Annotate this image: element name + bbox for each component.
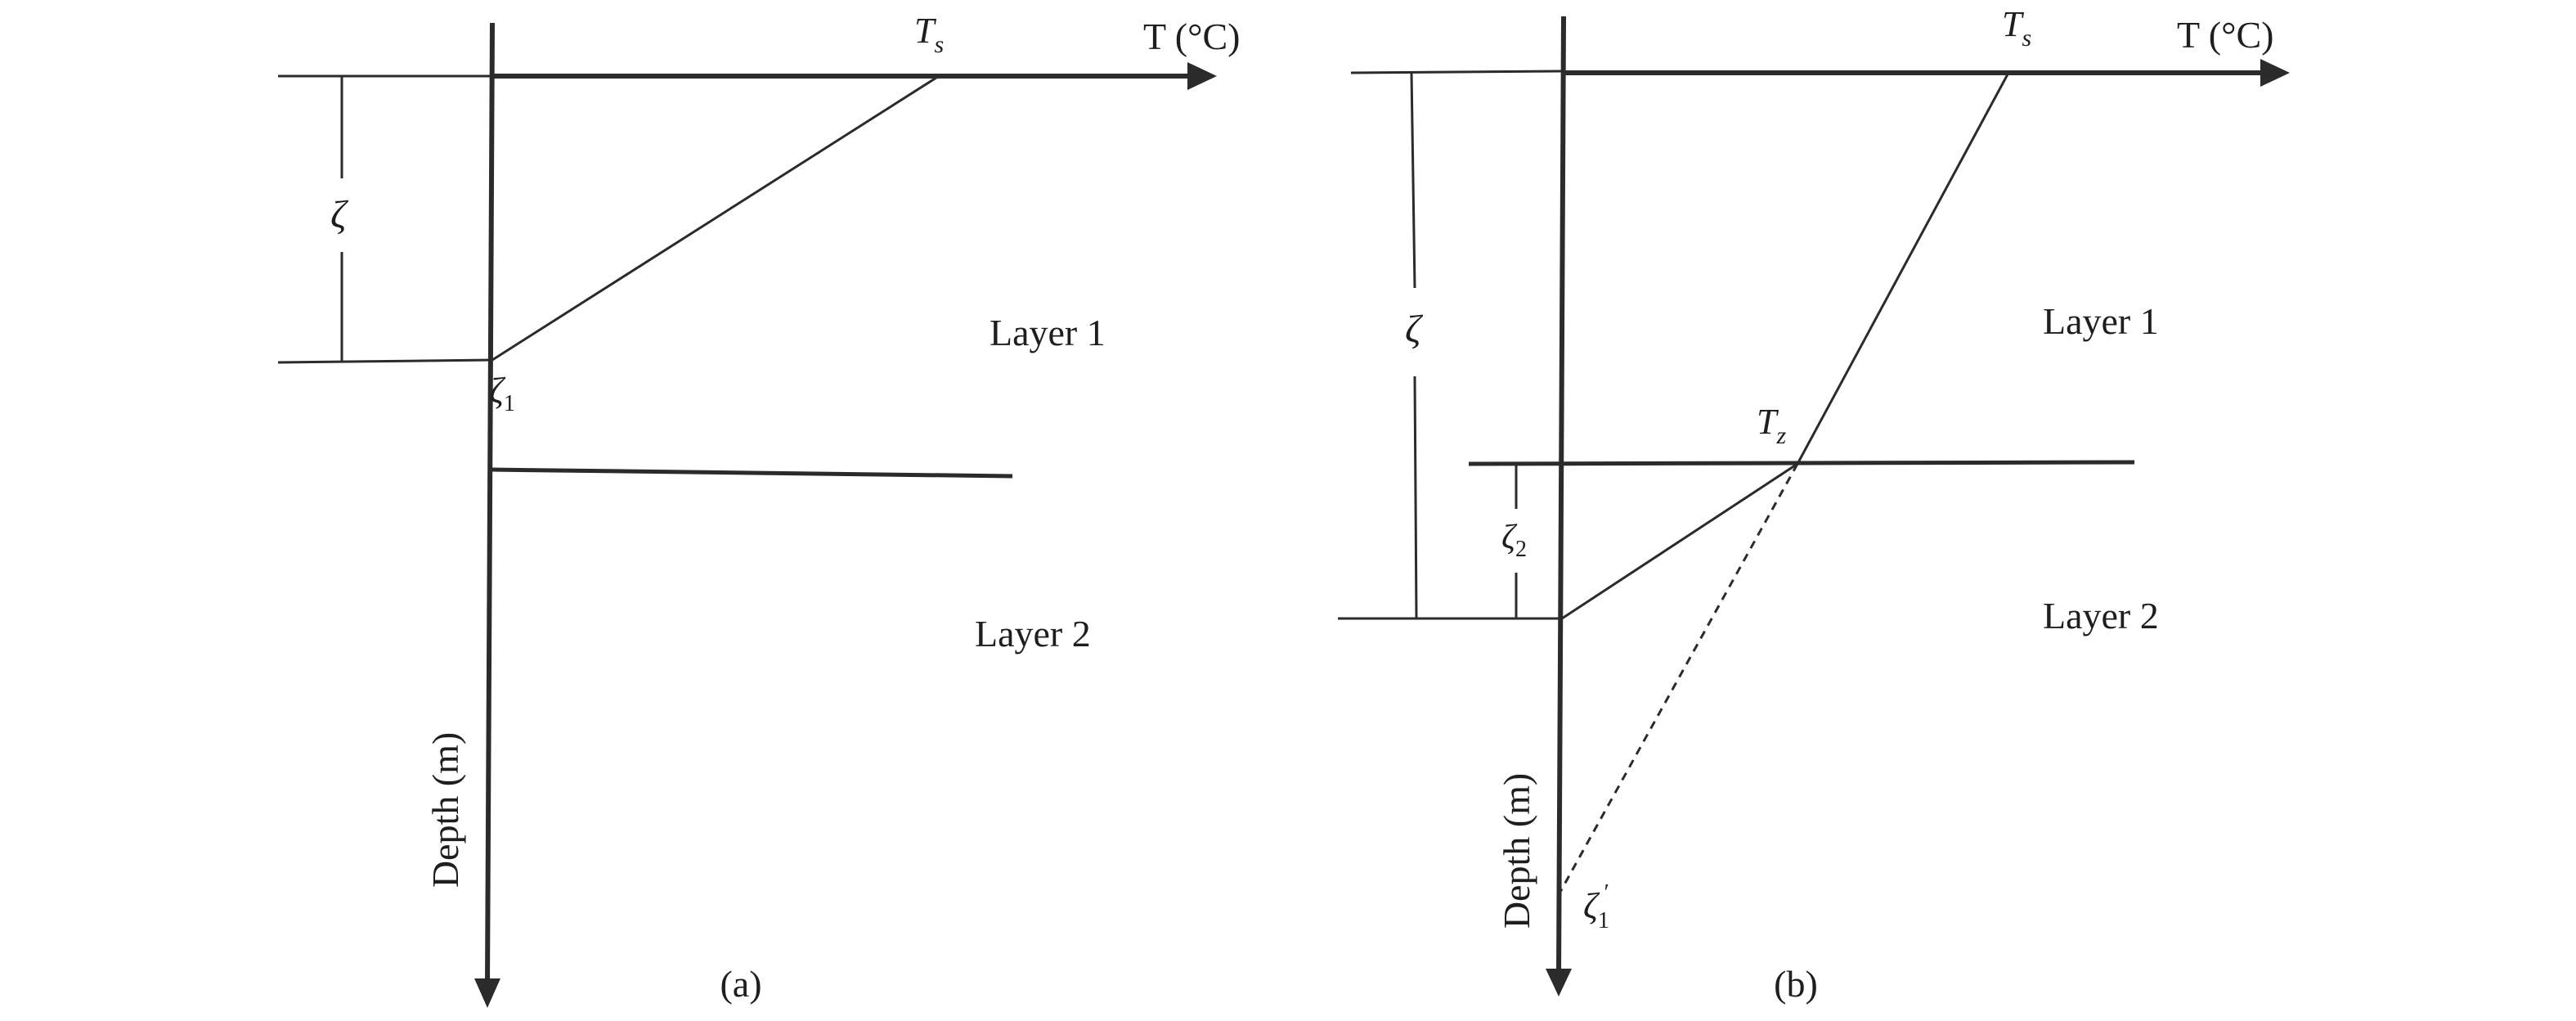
temperature-axis-label-a: T (°C) [1143, 16, 1240, 57]
extrapolated-profile-b [1559, 463, 1799, 893]
panel-a: Ts T (°C) ζ ζ1 Layer 1 Layer 2 Depth (m)… [277, 11, 1240, 1008]
layer-interface-a [490, 467, 1013, 479]
zeta1-label-a: ζ1 [489, 371, 515, 416]
layer1-label-a: Layer 1 [990, 312, 1106, 353]
zeta-dimension-upper-b [1410, 72, 1416, 289]
surface-temp-label-b: Ts [2002, 4, 2031, 52]
layer2-label-b: Layer 2 [2043, 595, 2159, 636]
zeta1-prime-label-b: ζ1′ [1583, 880, 1609, 933]
boundary-line-a [277, 358, 493, 364]
zeta-label-b: ζ [1405, 308, 1424, 351]
temperature-axis-arrowhead-a [1187, 62, 1217, 90]
surface-temp-label-a: Ts [914, 11, 944, 58]
depth-axis-b [1556, 16, 1566, 976]
layer1-label-b: Layer 1 [2043, 300, 2159, 342]
temperature-profile-layer1-b [1796, 72, 2010, 465]
depth-axis-label-a: Depth (m) [424, 732, 466, 888]
zeta2-label-b: ζ2 [1501, 519, 1527, 562]
caption-a: (a) [720, 963, 761, 1005]
temperature-profile-a [491, 74, 940, 362]
depth-axis-a [485, 22, 495, 987]
surface-line-b [1350, 70, 1564, 74]
temperature-axis-label-b: T (°C) [2177, 14, 2273, 56]
temperature-profile-layer2-b [1561, 462, 1798, 620]
depth-axis-arrowhead-a [474, 978, 500, 1008]
zeta-dimension-lower-b [1413, 376, 1418, 619]
temperature-axis-arrowhead-b [2260, 59, 2290, 87]
layer-interface-b [1468, 460, 2135, 466]
panel-b: Ts T (°C) ζ Tz ζ2 ζ1′ Layer 1 Layer 2 De… [1338, 4, 2290, 1005]
caption-b: (b) [1774, 963, 1818, 1005]
depth-axis-arrowhead-b [1546, 969, 1572, 996]
depth-axis-label-b: Depth (m) [1496, 773, 1537, 929]
interface-temp-label-b: Tz [1757, 402, 1786, 449]
layer2-label-a: Layer 2 [975, 613, 1091, 654]
zeta-label-a: ζ [330, 193, 349, 236]
